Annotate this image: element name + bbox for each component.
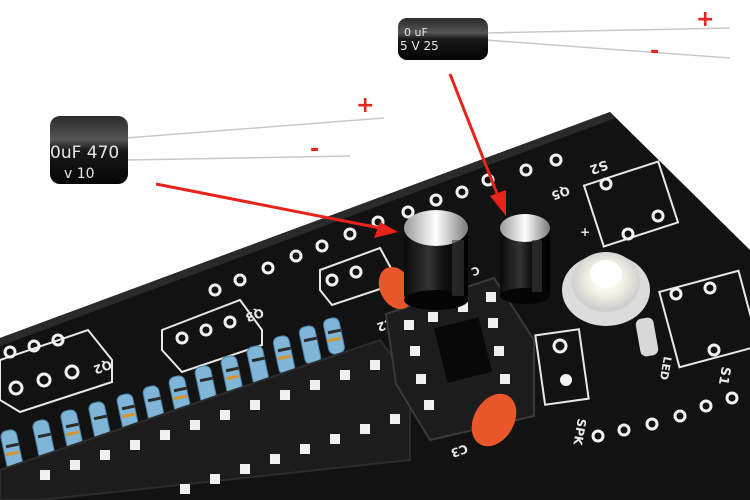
ceramic-capacitor-c3 <box>471 393 517 447</box>
label-c3: C3 <box>449 441 470 460</box>
arrow-large-capacitor <box>155 182 398 238</box>
capacitor-large-loose: 0uF 470 v 10 <box>50 116 385 184</box>
pcb-board-edge <box>0 112 616 346</box>
capacitor-small-plus-sign: + <box>696 7 714 32</box>
label-spk: SPK <box>570 417 589 446</box>
label-s2: S2 <box>587 156 609 176</box>
capacitor-large-marking-1: 0uF 470 <box>50 143 119 163</box>
s1-footprint <box>658 269 750 369</box>
label-q5: Q5 <box>550 183 572 203</box>
board-capacitor-small <box>500 214 550 304</box>
capacitor-large-plus-sign: + <box>356 93 374 118</box>
label-s1: S1 <box>715 365 733 386</box>
board-capacitor-large <box>404 210 468 310</box>
s2-footprint <box>582 160 680 248</box>
capacitor-small-loose: 0 uF 5 V 25 <box>398 18 731 60</box>
pad-row-upper-left <box>208 283 222 297</box>
capacitor-large-minus-sign: - <box>310 137 319 162</box>
label-q2: Q2 <box>92 357 114 377</box>
label-plus-mark: + <box>580 225 590 239</box>
resistor-array <box>0 317 345 473</box>
label-q3: Q3 <box>244 305 266 325</box>
spk-footprint <box>534 328 590 406</box>
capacitor-small-marking-2: 5 V 25 <box>400 39 439 53</box>
capacitor-large-marking-2: v 10 <box>64 166 95 182</box>
capacitor-small-minus-sign: - <box>650 39 659 64</box>
q2-footprint <box>0 328 113 414</box>
q3-footprint <box>161 298 263 374</box>
label-led: LED <box>657 355 674 381</box>
ic-socket-large <box>0 338 411 500</box>
arrow-small-capacitor <box>448 73 506 216</box>
pad-row-bottom-right <box>591 391 739 443</box>
led-component <box>562 252 659 357</box>
capacitor-small-marking-1: 0 uF <box>404 26 428 39</box>
